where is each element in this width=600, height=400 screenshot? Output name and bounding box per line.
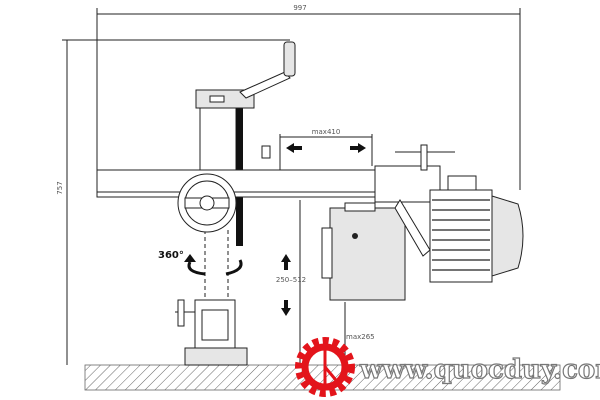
clearance-dimension: max265	[344, 302, 375, 365]
column	[175, 41, 296, 366]
rotation-label: 360°	[158, 250, 184, 261]
arrow-up-icon	[281, 254, 291, 270]
feeder-unit	[321, 144, 455, 301]
arrow-right-icon	[350, 143, 366, 153]
rotation-indicator: 360°	[158, 250, 243, 276]
arm-travel-dimension: max410	[279, 128, 373, 170]
height-range-label: 250–512	[276, 276, 306, 284]
horizontal-arm	[96, 145, 378, 233]
arrow-left-icon	[286, 143, 302, 153]
height-range-dimension: 250–512	[276, 200, 306, 365]
width-label: 997	[293, 4, 306, 12]
watermark-text: www.quocduy.com	[359, 355, 600, 385]
arm-travel-label: max410	[312, 128, 341, 136]
rotate-arrow-icon	[184, 254, 196, 262]
motor	[429, 175, 524, 283]
clearance-label: max265	[346, 333, 375, 341]
height-dimension: 757	[56, 39, 290, 365]
quocduy-logo	[295, 337, 355, 397]
height-label: 757	[56, 181, 64, 194]
arrow-down-icon	[281, 300, 291, 316]
width-dimension: 997	[96, 4, 521, 190]
